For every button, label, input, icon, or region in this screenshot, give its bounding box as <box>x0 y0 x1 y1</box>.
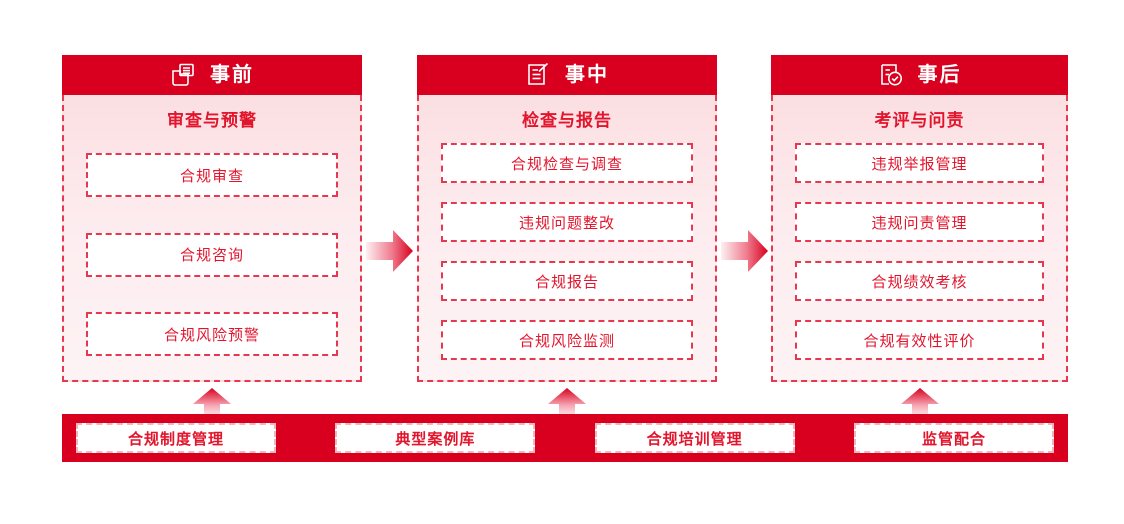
arrow-before-to-during <box>366 229 414 273</box>
document-edit-icon <box>525 62 551 88</box>
base-support-bar: 合规制度管理 典型案例库 合规培训管理 监管配合 <box>62 414 1068 462</box>
stage-column-during: 事中 检查与报告 合规检查与调查 违规问题整改 合规报告 合规风险监测 <box>417 55 717 382</box>
column-title-after: 事后 <box>917 64 962 86</box>
column-items-during: 合规检查与调查 违规问题整改 合规报告 合规风险监测 <box>433 141 701 366</box>
column-body-after: 考评与问责 违规举报管理 违规问责管理 合规绩效考核 合规有效性评价 <box>771 95 1068 382</box>
base-item-training-management[interactable]: 合规培训管理 <box>594 423 795 453</box>
list-item[interactable]: 违规举报管理 <box>795 143 1044 183</box>
column-subtitle-after: 考评与问责 <box>874 111 965 130</box>
list-item[interactable]: 合规有效性评价 <box>795 320 1044 360</box>
document-check-icon <box>878 62 904 88</box>
arrow-during-to-after <box>721 229 769 273</box>
list-item[interactable]: 合规咨询 <box>86 232 338 277</box>
list-item[interactable]: 合规检查与调查 <box>441 143 693 183</box>
list-item[interactable]: 违规问题整改 <box>441 202 693 242</box>
list-item[interactable]: 合规绩效考核 <box>795 261 1044 301</box>
base-item-regulatory-cooperation[interactable]: 监管配合 <box>853 423 1054 453</box>
column-subtitle-during: 检查与报告 <box>522 111 612 130</box>
stage-column-before: 事前 审查与预警 合规审查 合规咨询 合规风险预警 <box>62 55 362 382</box>
list-item[interactable]: 合规风险监测 <box>441 320 693 360</box>
column-title-during: 事中 <box>565 64 609 86</box>
list-item[interactable]: 合规风险预警 <box>86 312 338 356</box>
list-item[interactable]: 违规问责管理 <box>795 202 1044 242</box>
list-item[interactable]: 合规报告 <box>441 261 693 301</box>
base-item-system-management[interactable]: 合规制度管理 <box>76 423 276 453</box>
arrow-base-to-after <box>900 388 940 420</box>
arrow-base-to-before <box>192 388 232 420</box>
archive-box-icon <box>170 62 196 88</box>
column-body-before: 审查与预警 合规审查 合规咨询 合规风险预警 <box>62 95 362 382</box>
column-header-after: 事后 <box>771 55 1068 95</box>
list-item[interactable]: 合规审查 <box>86 153 338 197</box>
column-subtitle-before: 审查与预警 <box>167 111 257 130</box>
column-header-before: 事前 <box>62 55 362 95</box>
column-items-before: 合规审查 合规咨询 合规风险预警 <box>78 141 346 366</box>
column-items-after: 违规举报管理 违规问责管理 合规绩效考核 合规有效性评价 <box>787 141 1052 366</box>
stage-column-after: 事后 考评与问责 违规举报管理 违规问责管理 合规绩效考核 合规有效性评价 <box>771 55 1068 382</box>
column-title-before: 事前 <box>210 64 254 86</box>
column-body-during: 检查与报告 合规检查与调查 违规问题整改 合规报告 合规风险监测 <box>417 95 717 382</box>
arrow-base-to-during <box>547 388 587 420</box>
column-header-during: 事中 <box>417 55 717 95</box>
base-item-case-library[interactable]: 典型案例库 <box>335 423 536 453</box>
